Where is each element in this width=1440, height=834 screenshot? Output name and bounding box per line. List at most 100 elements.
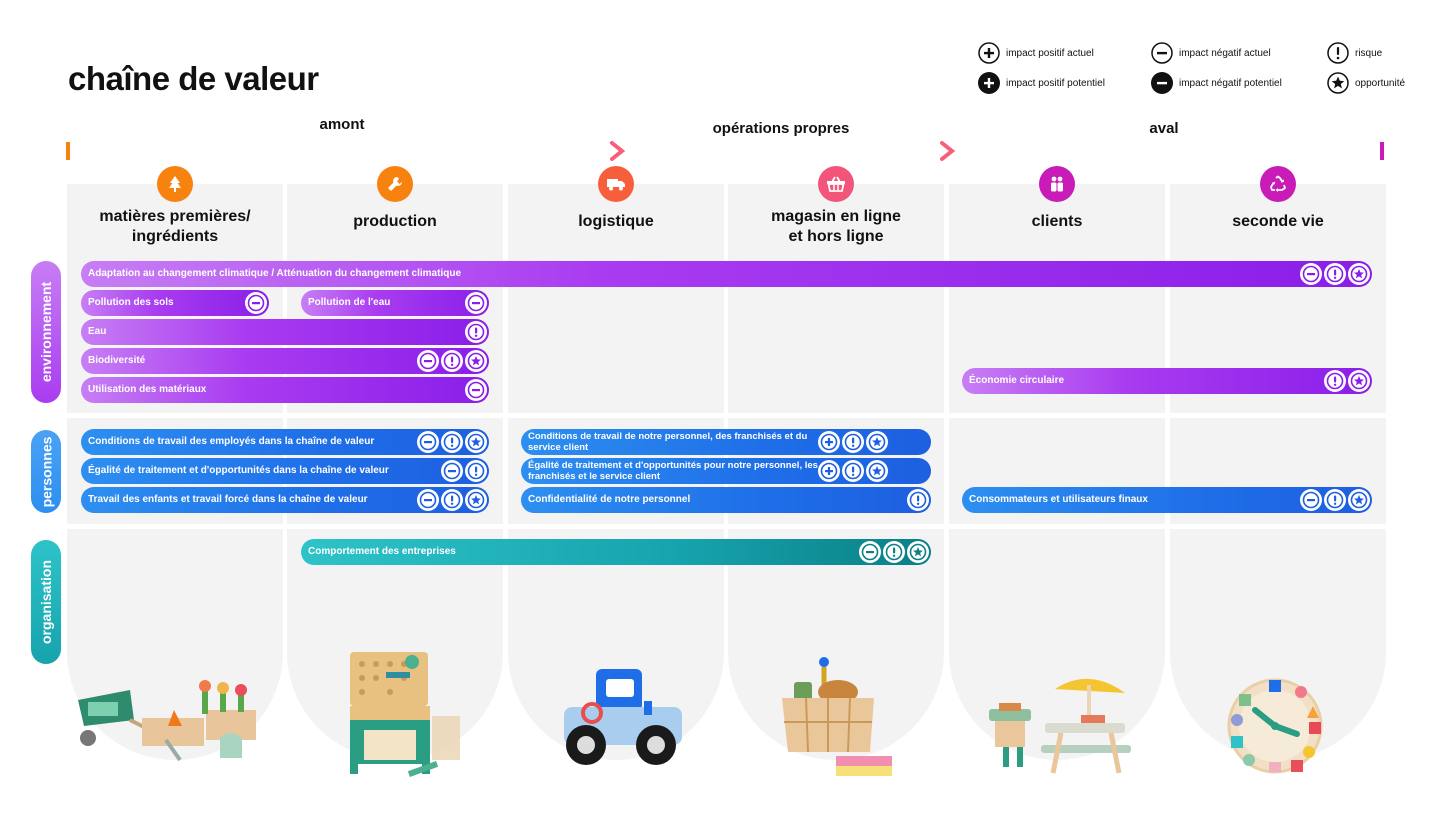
minus-outline-icon: [1151, 42, 1173, 64]
legend-label: impact négatif potentiel: [1179, 77, 1282, 89]
risk-icon[interactable]: [441, 350, 463, 372]
risk-icon[interactable]: [842, 431, 864, 453]
row-label-environment: environnement: [31, 261, 61, 403]
positive-impact-icon[interactable]: [818, 460, 840, 482]
risk-icon[interactable]: [441, 489, 463, 511]
negative-impact-icon[interactable]: [417, 489, 439, 511]
impact-bar[interactable]: Comportement des entreprises: [301, 539, 931, 565]
star-outline-icon: [1327, 72, 1349, 94]
column-header-line1: seconde vie: [1232, 213, 1324, 230]
picnic-table-toy: [989, 678, 1131, 774]
stage-downstream: aval: [1149, 120, 1179, 137]
column-panel-organisation: [949, 529, 1165, 760]
column-header-line1: magasin en ligne: [771, 208, 901, 225]
wrench-icon: [377, 166, 413, 202]
truck-icon: [598, 166, 634, 202]
risk-icon[interactable]: [1324, 263, 1346, 285]
impact-bar-label: Pollution des sols: [88, 297, 174, 308]
column-header-line1: logistique: [578, 213, 654, 230]
risk-icon[interactable]: [1324, 370, 1346, 392]
column-header: production: [287, 212, 503, 232]
clock-puzzle-toy: [1227, 678, 1323, 774]
stage-own-operations: opérations propres: [712, 120, 850, 137]
impact-bar[interactable]: Adaptation au changement climatique / At…: [81, 261, 1372, 287]
risk-icon[interactable]: [1324, 489, 1346, 511]
impact-bar[interactable]: Conditions de travail de notre personnel…: [521, 429, 931, 455]
risk-icon[interactable]: [842, 460, 864, 482]
people-icon: [1039, 166, 1075, 202]
legend-item: impact positif potentiel: [978, 72, 1105, 94]
column-header: magasin en ligne et hors ligne: [728, 207, 944, 247]
legend-label: impact positif actuel: [1006, 47, 1094, 59]
negative-impact-icon[interactable]: [441, 460, 463, 482]
column-header: seconde vie: [1170, 212, 1386, 232]
impact-bar-label: Biodiversité: [88, 355, 146, 366]
arrow-head-own: [610, 141, 626, 161]
legend-label: opportunité: [1355, 77, 1406, 89]
column-header: matières premières/ingrédients: [67, 207, 283, 247]
impact-bar-label: Pollution de l'eau: [308, 297, 391, 308]
value-chain-arrow: [66, 141, 1384, 161]
positive-impact-icon[interactable]: [818, 431, 840, 453]
opportunity-icon[interactable]: [866, 460, 888, 482]
recycle-icon: [1260, 166, 1296, 202]
impact-bar[interactable]: Égalité de traitement et d'opportunités …: [521, 458, 931, 484]
impact-bar[interactable]: Eau: [81, 319, 489, 345]
basket-icon: [818, 166, 854, 202]
column-header-line1: clients: [1031, 213, 1083, 230]
risk-icon[interactable]: [465, 460, 487, 482]
negative-impact-icon[interactable]: [417, 431, 439, 453]
tree-icon: [157, 166, 193, 202]
impact-bar-label: Eau: [88, 326, 107, 337]
opportunity-icon[interactable]: [465, 431, 487, 453]
opportunity-icon[interactable]: [1348, 489, 1370, 511]
column-header-line2: et hors ligne: [788, 228, 884, 245]
row-label-people: personnes: [31, 430, 61, 513]
opportunity-icon[interactable]: [465, 350, 487, 372]
legend-item: impact positif actuel: [978, 42, 1094, 64]
negative-impact-icon[interactable]: [1300, 263, 1322, 285]
negative-impact-icon[interactable]: [1300, 489, 1322, 511]
impact-bar[interactable]: Égalité de traitement et d'opportunités …: [81, 458, 489, 484]
impact-bar-label: Travail des enfants et travail forcé dan…: [88, 494, 368, 505]
risk-icon[interactable]: [441, 431, 463, 453]
risk-icon[interactable]: [465, 321, 487, 343]
impact-bar-label: Consommateurs et utilisateurs finaux: [969, 494, 1148, 505]
column-panel-environment: [508, 184, 724, 413]
legend-item: risque: [1327, 42, 1382, 64]
negative-impact-icon[interactable]: [859, 541, 881, 563]
plus-filled-icon: [978, 72, 1000, 94]
workbench-toy: [350, 652, 460, 777]
wheelbarrow-garden-toy: [78, 680, 256, 762]
impact-bar[interactable]: Confidentialité de notre personnel: [521, 487, 931, 513]
impact-bar[interactable]: Économie circulaire: [962, 368, 1372, 394]
impact-bar[interactable]: Biodiversité: [81, 348, 489, 374]
risk-icon[interactable]: [907, 489, 929, 511]
impact-bar[interactable]: Pollution de l'eau: [301, 290, 489, 316]
impact-bar-label: Utilisation des matériaux: [88, 384, 207, 395]
opportunity-icon[interactable]: [866, 431, 888, 453]
impact-bar[interactable]: Consommateurs et utilisateurs finaux: [962, 487, 1372, 513]
impact-bar[interactable]: Travail des enfants et travail forcé dan…: [81, 487, 489, 513]
minus-filled-icon: [1151, 72, 1173, 94]
plus-outline-icon: [978, 42, 1000, 64]
impact-bar[interactable]: Conditions de travail des employés dans …: [81, 429, 489, 455]
negative-impact-icon[interactable]: [465, 379, 487, 401]
impact-bar[interactable]: Pollution des sols: [81, 290, 269, 316]
negative-impact-icon[interactable]: [245, 292, 267, 314]
opportunity-icon[interactable]: [465, 489, 487, 511]
opportunity-icon[interactable]: [907, 541, 929, 563]
risk-icon[interactable]: [883, 541, 905, 563]
impact-bar-label: Économie circulaire: [969, 375, 1065, 386]
impact-bar[interactable]: Utilisation des matériaux: [81, 377, 489, 403]
page-title: chaîne de valeur: [68, 60, 319, 97]
column-header-line1: production: [353, 213, 437, 230]
impact-bar-label: Comportement des entreprises: [308, 546, 456, 557]
negative-impact-icon[interactable]: [417, 350, 439, 372]
opportunity-icon[interactable]: [1348, 263, 1370, 285]
column-header-line1: matières premières/: [99, 208, 251, 225]
legend-item: impact négatif actuel: [1151, 42, 1271, 64]
opportunity-icon[interactable]: [1348, 370, 1370, 392]
negative-impact-icon[interactable]: [465, 292, 487, 314]
legend-item: impact négatif potentiel: [1151, 72, 1282, 94]
